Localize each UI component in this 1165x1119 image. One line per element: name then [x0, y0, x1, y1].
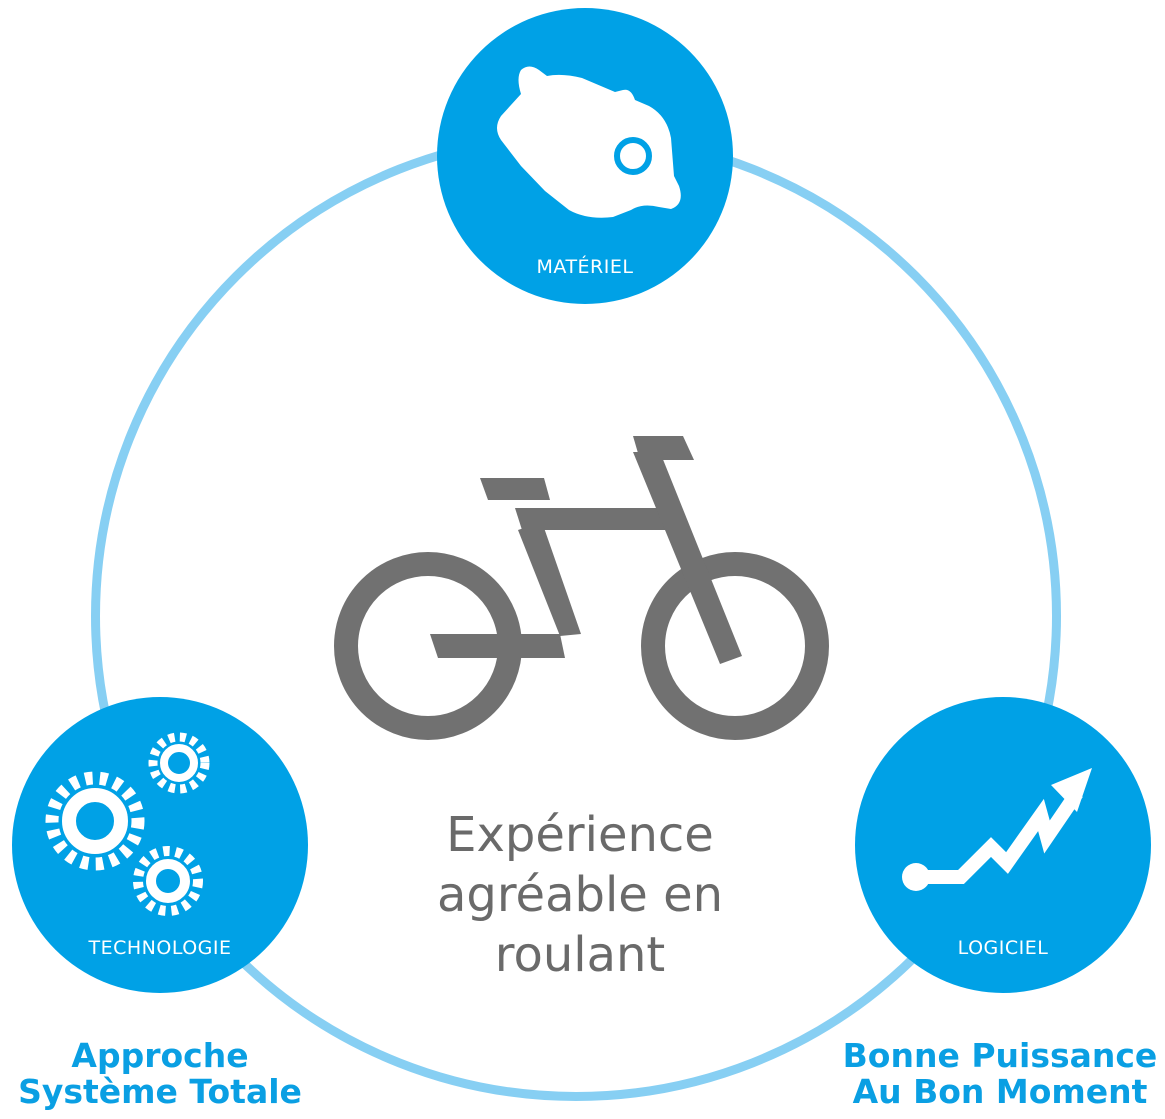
- caption-left: Approche Système Totale: [0, 1038, 320, 1110]
- center-message: Expérience agréable en roulant: [360, 805, 800, 985]
- caption-right-line-1: Bonne Puissance: [842, 1036, 1158, 1075]
- caption-right: Bonne Puissance Au Bon Moment: [835, 1038, 1165, 1110]
- motor-icon: [497, 66, 681, 218]
- hardware-node: MATÉRIEL: [437, 8, 733, 304]
- technology-node: TECHNOLOGIE: [12, 697, 308, 993]
- hardware-label: MATÉRIEL: [536, 256, 634, 278]
- caption-right-line-2: Au Bon Moment: [852, 1072, 1148, 1111]
- software-label: LOGICIEL: [957, 937, 1049, 959]
- software-node: LOGICIEL: [855, 697, 1151, 993]
- rising-graph-icon: [902, 768, 1092, 891]
- gears-icon: [45, 732, 210, 916]
- center-line-1: Expérience: [446, 807, 714, 863]
- caption-left-line-2: Système Totale: [18, 1072, 302, 1111]
- bicycle-icon: [334, 436, 829, 740]
- center-line-2: agréable en: [436, 867, 724, 923]
- technology-label: TECHNOLOGIE: [88, 937, 232, 959]
- center-line-3: roulant: [494, 927, 666, 983]
- caption-left-line-1: Approche: [71, 1036, 249, 1075]
